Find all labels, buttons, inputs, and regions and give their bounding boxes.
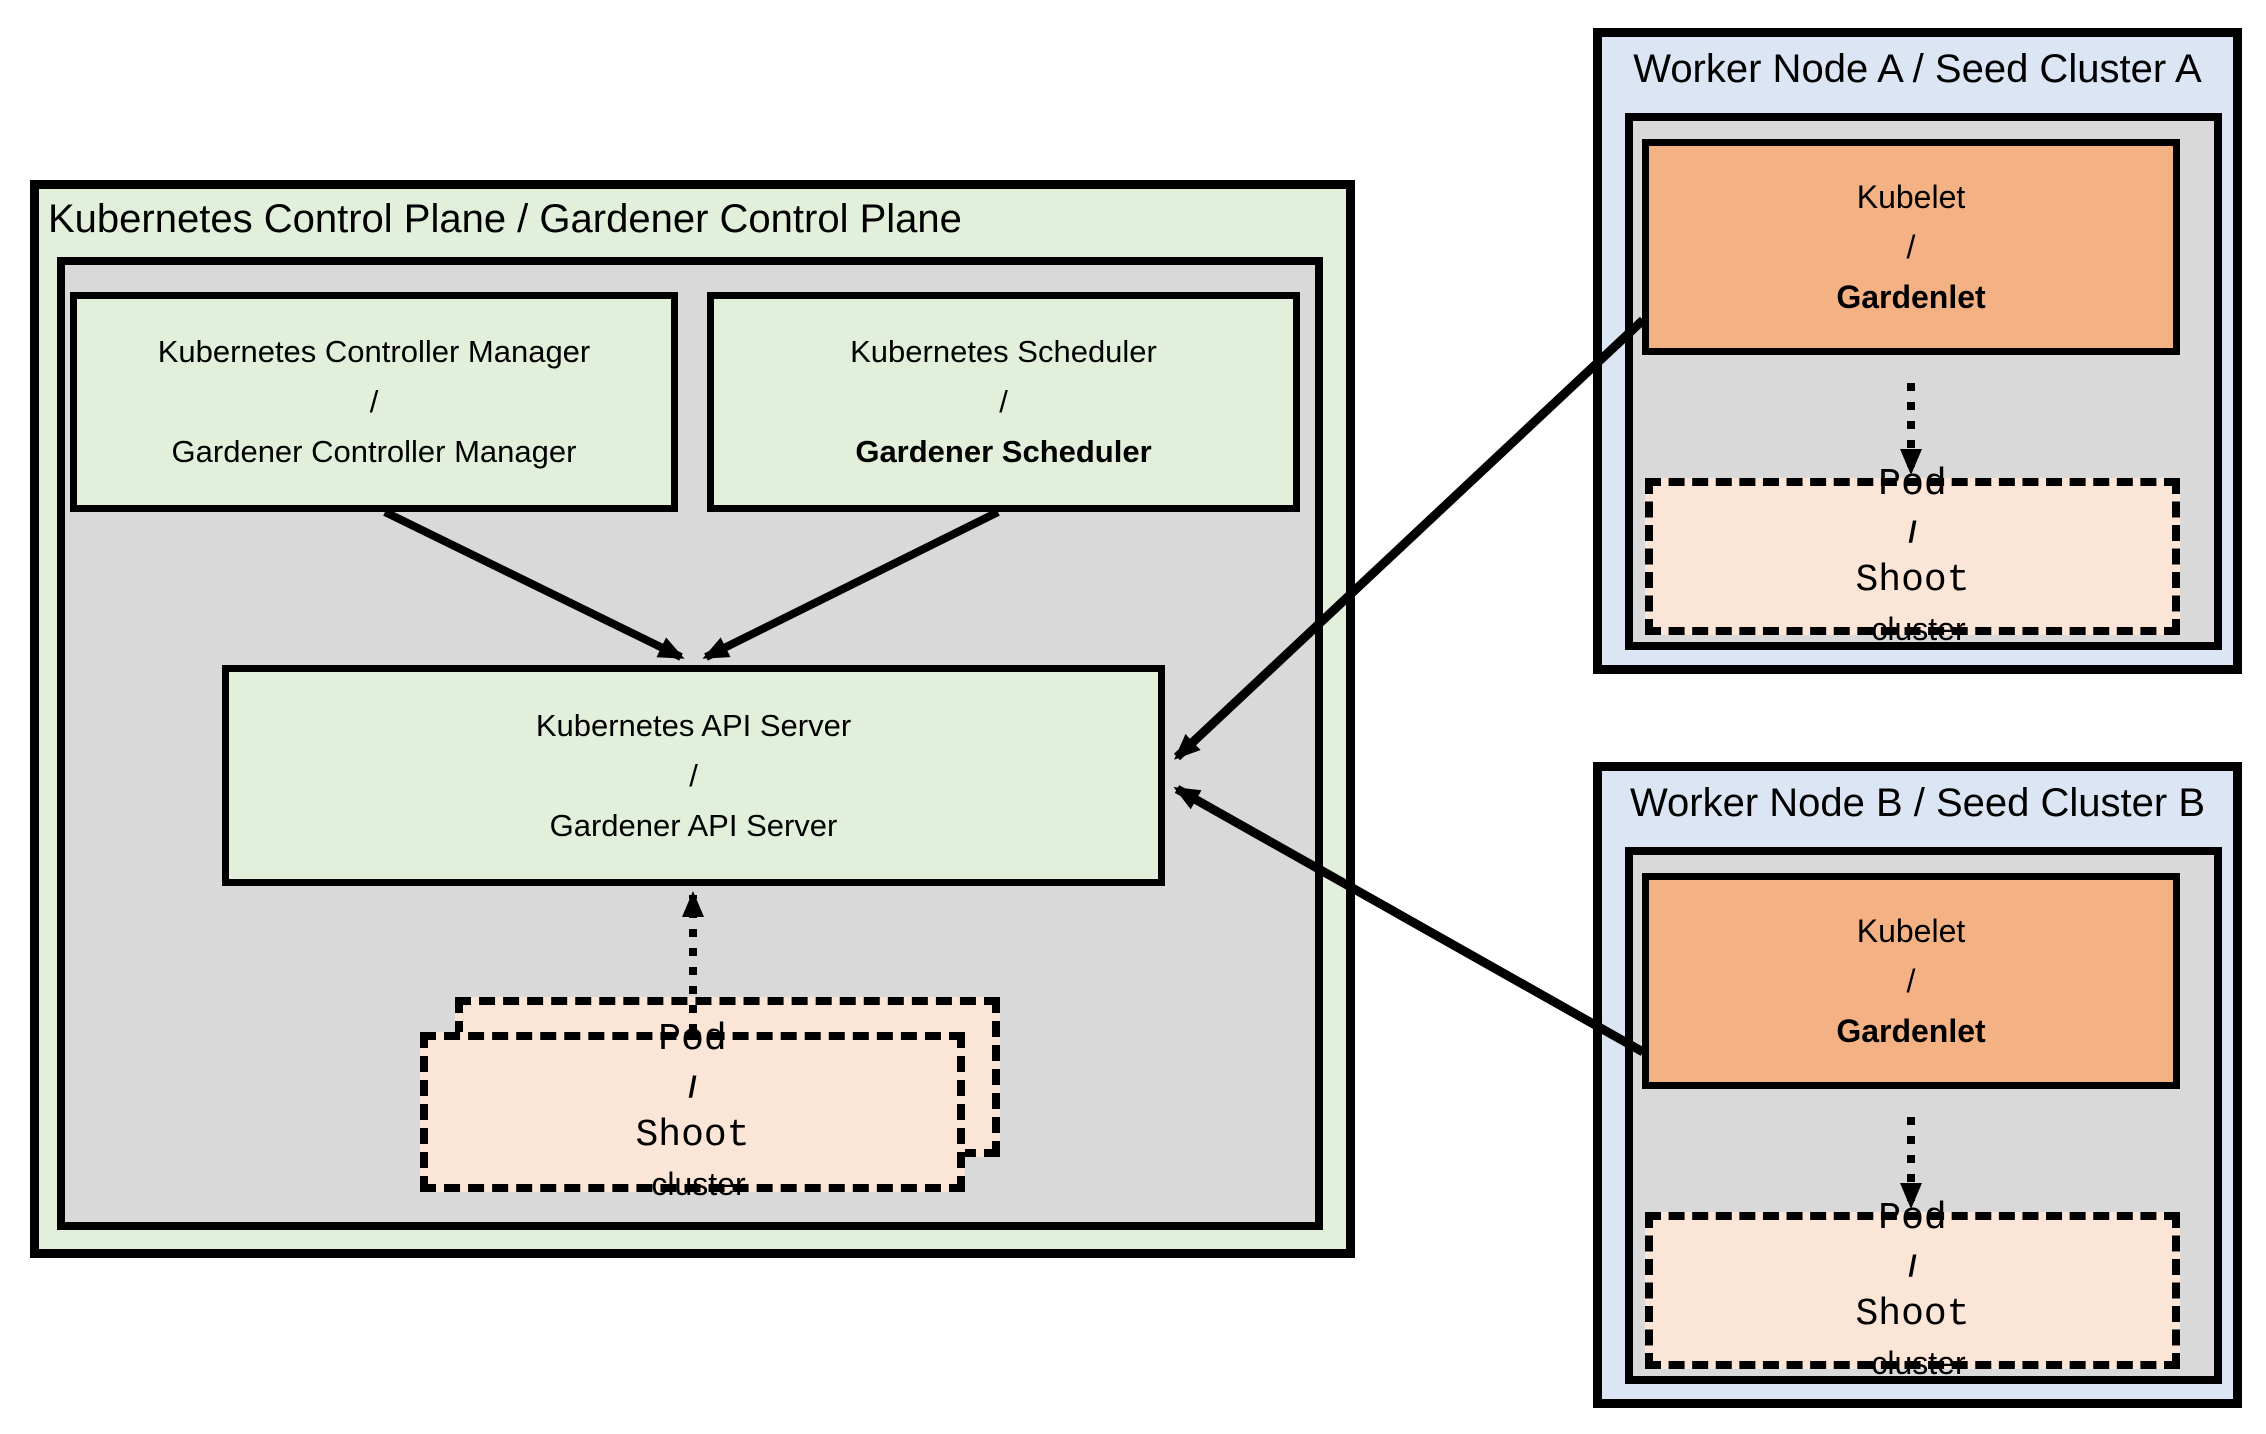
pod-line2-code: Shoot [1855, 1292, 1970, 1336]
controller-manager-line1: Kubernetes Controller Manager [157, 334, 591, 369]
api-server-line2: Gardener API Server [549, 807, 838, 843]
pod-line2-code: Shoot [1855, 558, 1970, 602]
slash-separator: / [369, 384, 379, 419]
pod-line2-plain: cluster [1871, 610, 1966, 647]
scheduler-box: Kubernetes Scheduler / Gardener Schedule… [707, 292, 1300, 512]
worker-node-b-title: Worker Node B / Seed Cluster B [1629, 780, 2206, 825]
slash-separator: / [688, 1071, 697, 1104]
slash-separator: / [999, 384, 1008, 419]
pod-shoot-cluster-box: Pod / Shoot cluster [420, 1018, 965, 1202]
pod-line2: Shoot cluster [1855, 557, 1969, 653]
slash-separator: / [1906, 229, 1916, 265]
pod-shoot-cluster-box-worker-b: Pod / Shoot cluster [1645, 1197, 2180, 1381]
kubelet-line2: Gardenlet [1836, 279, 1986, 315]
pod-line2-plain: cluster [1871, 1344, 1966, 1381]
pod-line2: Shoot cluster [1855, 1291, 1969, 1387]
pod-line1: Pod [1878, 1196, 1947, 1240]
slash-separator: / [689, 757, 698, 793]
api-server-box: Kubernetes API Server / Gardener API Ser… [222, 665, 1165, 886]
slash-separator: / [1906, 963, 1916, 999]
pod-shoot-cluster-box-worker-a: Pod / Shoot cluster [1645, 463, 2180, 647]
pod-line1: Pod [658, 1018, 727, 1061]
pod-line2-plain: cluster [651, 1166, 746, 1202]
kubelet-line1: Kubelet [1856, 179, 1966, 215]
api-server-line1: Kubernetes API Server [535, 707, 852, 743]
slash-separator: / [1908, 1249, 1917, 1283]
kubelet-box-worker-b: Kubelet / Gardenlet [1642, 873, 2180, 1089]
slash-separator: / [1908, 515, 1917, 549]
control-plane-title: Kubernetes Control Plane / Gardener Cont… [48, 197, 962, 241]
pod-line1: Pod [1878, 462, 1947, 506]
worker-node-a-title: Worker Node A / Seed Cluster A [1633, 46, 2202, 91]
kubelet-box-worker-a: Kubelet / Gardenlet [1642, 139, 2180, 355]
pod-line2: Shoot cluster [635, 1112, 749, 1208]
controller-manager-box: Kubernetes Controller Manager / Gardener… [70, 292, 678, 512]
scheduler-line2: Gardener Scheduler [855, 434, 1152, 469]
kubelet-line2: Gardenlet [1836, 1013, 1986, 1049]
pod-line2-code: Shoot [635, 1114, 750, 1157]
controller-manager-line2: Gardener Controller Manager [171, 434, 577, 469]
scheduler-line1: Kubernetes Scheduler [850, 334, 1157, 369]
kubelet-line1: Kubelet [1856, 913, 1966, 949]
